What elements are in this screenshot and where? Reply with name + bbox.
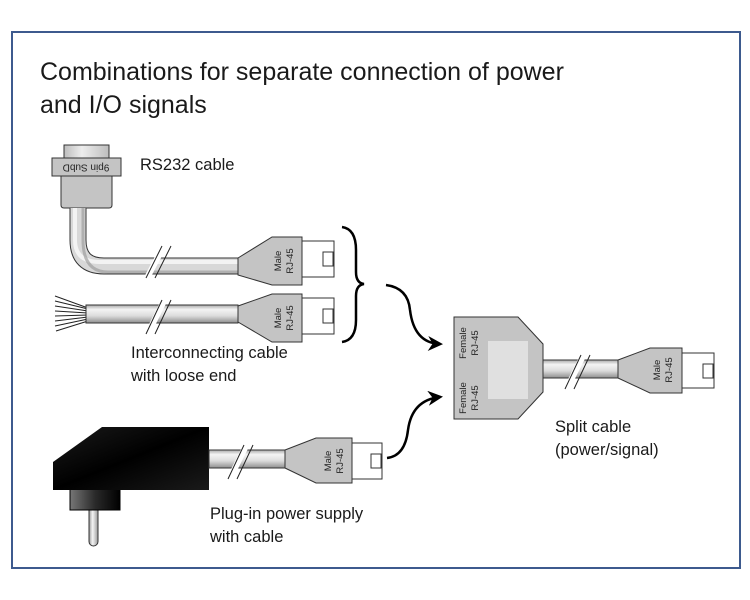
arrow-to-bottom-socket-icon	[386, 390, 443, 460]
power-supply-body-icon	[53, 427, 209, 490]
diagram-frame	[11, 31, 741, 569]
interconnecting-cable: Interconnecting cable with loose end	[54, 295, 288, 385]
power-supply-label-1: Plug-in power supply	[210, 505, 364, 523]
subd-label: 9pin SubD	[63, 161, 110, 172]
subd-body	[60, 175, 113, 209]
interconnecting-rj45-plug: Male RJ-45	[237, 293, 335, 343]
split-cable-adapter: Female RJ-45 Female RJ-45 Male RJ-45 Spl…	[453, 316, 715, 459]
power-supply: Male RJ-45 Plug-in power supply with cab…	[53, 427, 383, 547]
power-plug-label-2: RJ-45	[335, 448, 346, 473]
socket-bottom-label-2: RJ-45	[470, 385, 481, 410]
socket-top-label-1: Female	[458, 327, 469, 359]
diagram-title-line2: and I/O signals	[40, 91, 207, 119]
diagram-title-line1: Combinations for separate connection of …	[40, 58, 564, 86]
socket-top-label-2: RJ-45	[470, 330, 481, 355]
rs232-rj45-plug: Male RJ-45	[237, 236, 335, 286]
rs232-label: RS232 cable	[140, 156, 234, 174]
power-plug-label-1: Male	[323, 451, 334, 472]
interconnecting-label-1: Interconnecting cable	[131, 344, 288, 362]
interconnecting-plug-label-1: Male	[273, 308, 284, 329]
rs232-plug-label-2: RJ-45	[285, 248, 296, 273]
rs232-plug-label-1: Male	[273, 251, 284, 272]
adapter-window	[488, 341, 528, 399]
split-cable-label-1: Split cable	[555, 418, 631, 436]
loose-wires-icon	[54, 295, 89, 332]
interconnecting-label-2: with loose end	[130, 367, 237, 385]
rs232-cable: 9pin SubD RS232 cable	[51, 144, 238, 279]
arrow-to-top-socket-icon	[385, 283, 443, 352]
split-plug-label-2: RJ-45	[664, 357, 675, 382]
grouping-brace-icon	[341, 225, 365, 344]
interconnecting-plug-label-2: RJ-45	[285, 305, 296, 330]
split-cable-label-2: (power/signal)	[555, 441, 659, 459]
socket-bottom-label-1: Female	[458, 382, 469, 414]
split-plug-label-1: Male	[652, 360, 663, 381]
power-supply-label-2: with cable	[209, 528, 283, 546]
